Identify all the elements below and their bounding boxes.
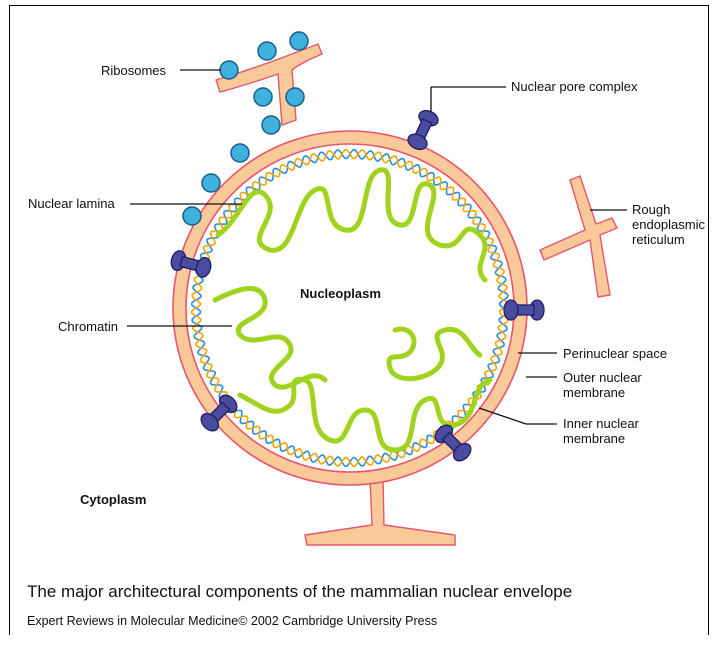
ribosome — [286, 88, 304, 106]
ribosome — [220, 61, 238, 79]
label-chromatin: Chromatin — [58, 319, 118, 334]
ribosome — [231, 144, 249, 162]
er-right-branch — [540, 176, 617, 297]
ribosome — [183, 207, 201, 225]
label-inner-membrane-line1: Inner nuclear — [563, 416, 640, 431]
er-bottom-branch — [305, 478, 455, 545]
ribosome — [290, 32, 308, 50]
ribosome — [254, 88, 272, 106]
figure-credit: Expert Reviews in Molecular Medicine© 20… — [27, 614, 437, 628]
figure-caption: The major architectural components of th… — [27, 582, 572, 602]
label-nucleoplasm: Nucleoplasm — [300, 286, 381, 301]
label-rough-er-line3: reticulum — [632, 232, 685, 247]
ribosome — [202, 174, 220, 192]
label-nuclear-pore-complex: Nuclear pore complex — [511, 79, 638, 94]
label-outer-membrane-line1: Outer nuclear — [563, 370, 642, 385]
label-nuclear-lamina: Nuclear lamina — [28, 196, 115, 211]
label-rough-er-line1: Rough — [632, 202, 670, 217]
label-cytoplasm: Cytoplasm — [80, 492, 146, 507]
nuclear-pore-complex — [405, 108, 440, 153]
label-ribosomes: Ribosomes — [101, 63, 167, 78]
label-inner-membrane-line2: membrane — [563, 431, 625, 446]
ribosome — [258, 42, 276, 60]
ribosome — [262, 116, 280, 134]
nuclear-envelope — [173, 131, 527, 485]
label-outer-membrane-line2: membrane — [563, 385, 625, 400]
label-rough-er-line2: endoplasmic — [632, 217, 705, 232]
label-perinuclear-space: Perinuclear space — [563, 346, 667, 361]
